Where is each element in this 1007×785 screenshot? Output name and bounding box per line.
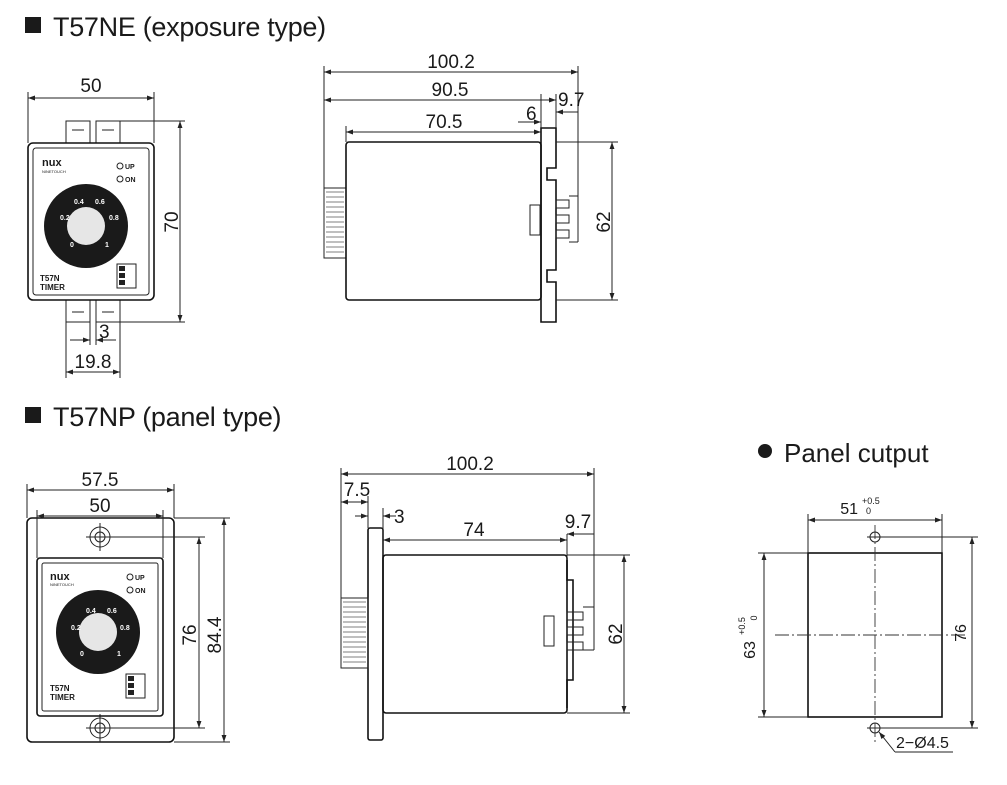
dip-switch-icon	[116, 263, 137, 289]
dim-ne-front-base: 19.8	[75, 352, 112, 373]
led-on-label: ON	[125, 177, 136, 184]
dial-label-0-2: 0.2	[71, 625, 81, 632]
dim-ne-side-d: 9.7	[558, 90, 584, 111]
section-title-cutout-text: Panel cutput	[784, 438, 929, 468]
dim-np-front-height-inner: 76	[180, 624, 201, 645]
dim-cut-width: 51	[840, 501, 858, 518]
brand-sub-text: NINETOUCH	[42, 169, 66, 174]
led-up-label: UP	[125, 164, 135, 171]
dim-cut-holes: 2−Ø4.5	[896, 735, 949, 752]
on-led-icon	[116, 175, 124, 183]
dial-label-1: 1	[117, 651, 121, 658]
dim-ne-side-total: 100.2	[427, 52, 475, 73]
brand-logo-text: nux	[42, 157, 62, 169]
dim-np-side-b: 3	[394, 507, 405, 528]
ne-front-view: nux NINETOUCH UP ON 0 0.2 0.4 0.6 0.8 1 …	[27, 76, 185, 378]
dial-label-0-8: 0.8	[120, 625, 130, 632]
dip-switch-icon	[125, 673, 146, 699]
section-title-exposure: T57NE (exposure type)	[25, 12, 326, 43]
dim-ne-front-foot: 3	[99, 322, 110, 343]
dim-cut-width-tol-plus: +0.5	[862, 496, 880, 506]
brand-logo-text: nux	[50, 571, 70, 583]
circle-bullet-icon	[758, 444, 772, 458]
up-led-icon	[116, 162, 124, 170]
dim-np-side-a: 7.5	[344, 480, 370, 501]
model-label: T57N	[50, 684, 70, 693]
np-front-view: nux NINETOUCH UP ON 0 0.2 0.4 0.6 0.8 1 …	[26, 470, 230, 743]
np-side-view: 100.2 7.5 3 74 9.7 62	[340, 454, 630, 741]
type-label: TIMER	[40, 283, 65, 292]
dim-ne-side-height: 62	[594, 211, 615, 232]
square-bullet-icon	[25, 17, 41, 33]
dial-label-1: 1	[105, 242, 109, 249]
led-on-label: ON	[135, 588, 146, 595]
dim-ne-side-b: 70.5	[426, 112, 463, 133]
dim-np-front-height-outer: 84.4	[205, 616, 226, 653]
model-label: T57N	[40, 274, 60, 283]
dim-np-side-height: 62	[606, 623, 627, 644]
dim-np-front-width-outer: 57.5	[82, 470, 119, 491]
dial-label-0-8: 0.8	[109, 215, 119, 222]
section-title-panel-text: T57NP (panel type)	[53, 402, 282, 432]
dim-np-front-width-inner: 50	[89, 496, 110, 517]
section-title-cutout: Panel cutput	[758, 438, 929, 469]
dim-cut-height-tol-plus: +0.5	[737, 617, 747, 635]
dial-label-0-6: 0.6	[107, 608, 117, 615]
dim-ne-front-height: 70	[162, 211, 183, 232]
dim-ne-front-width: 50	[80, 76, 101, 97]
dim-ne-side-c: 6	[526, 104, 537, 125]
dial-label-0-4: 0.4	[74, 199, 84, 206]
dim-cut-width-tol-minus: 0	[866, 506, 871, 516]
section-title-panel: T57NP (panel type)	[25, 402, 282, 433]
dim-ne-side-a: 90.5	[432, 80, 469, 101]
dial-label-0-6: 0.6	[95, 199, 105, 206]
dim-cut-height-tol-minus: 0	[749, 615, 759, 620]
dim-cut-height: 63	[742, 641, 759, 659]
brand-sub-text: NINETOUCH	[50, 582, 74, 587]
dim-np-side-total: 100.2	[446, 454, 494, 475]
dial-knob	[67, 207, 105, 245]
type-label: TIMER	[50, 693, 75, 702]
dial-label-0: 0	[80, 651, 84, 658]
dial-label-0-4: 0.4	[86, 608, 96, 615]
square-bullet-icon	[25, 407, 41, 423]
dim-cut-height-outer: 76	[953, 624, 970, 642]
dim-np-side-c: 74	[463, 520, 485, 541]
led-up-label: UP	[135, 575, 145, 582]
panel-cutout-view: 51 +0.5 0 63 +0.5 0 76 2−Ø4.5	[737, 496, 978, 753]
dial-knob	[79, 613, 117, 651]
ne-side-view: 100.2 90.5 9.7 70.5 6 62	[323, 52, 618, 323]
section-title-exposure-text: T57NE (exposure type)	[53, 12, 326, 42]
dial-label-0: 0	[70, 242, 74, 249]
panel-bezel	[367, 527, 384, 741]
dial-label-0-2: 0.2	[60, 215, 70, 222]
up-led-icon	[126, 573, 134, 581]
on-led-icon	[126, 586, 134, 594]
dim-np-side-d: 9.7	[565, 512, 591, 533]
